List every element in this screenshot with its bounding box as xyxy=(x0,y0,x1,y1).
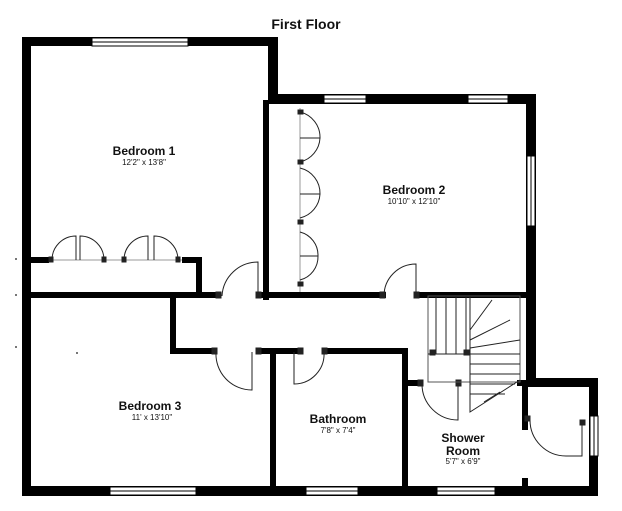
window-bathroom-bottom xyxy=(305,486,359,496)
room-label-bedroom3: Bedroom 3 11' x 13'10" xyxy=(119,399,182,422)
wardrobe-bedroom1 xyxy=(48,235,182,263)
window-shower-bottom xyxy=(436,486,496,496)
door-bedroom2 xyxy=(379,263,420,299)
room-name: Bathroom xyxy=(310,412,367,426)
staircase xyxy=(427,295,521,413)
door-bedroom1 xyxy=(215,261,262,299)
door-bedroom3 xyxy=(211,347,262,391)
door-bathroom xyxy=(293,347,328,385)
interior-walls xyxy=(31,100,529,488)
window-shower-right xyxy=(589,415,599,457)
door-shower xyxy=(417,379,462,421)
room-name: Shower xyxy=(441,431,485,445)
room-name: Bedroom 1 xyxy=(113,144,176,158)
window-bedroom2-right xyxy=(526,155,536,227)
room-dimensions: 12'2" x 13'8" xyxy=(122,158,166,167)
windows xyxy=(91,37,599,496)
window-bedroom1-top xyxy=(91,37,189,47)
door-cupboard xyxy=(524,415,586,457)
doors xyxy=(211,261,586,457)
room-name: Bedroom 3 xyxy=(119,399,182,413)
wardrobe-bedroom2 xyxy=(297,108,321,292)
room-dimensions: 7'8" x 7'4" xyxy=(321,426,356,435)
room-dimensions: 11' x 13'10" xyxy=(132,413,173,422)
floor-title: First Floor xyxy=(271,16,341,32)
room-dimensions: 5'7" x 6'9" xyxy=(446,457,481,466)
window-bedroom2-top-right xyxy=(467,94,509,104)
window-bedroom2-top-left xyxy=(323,94,367,104)
room-label-shower: Shower Room 5'7" x 6'9" xyxy=(441,431,485,466)
room-dimensions: 10'10" x 12'10" xyxy=(388,197,441,206)
room-label-bedroom1: Bedroom 1 12'2" x 13'8" xyxy=(113,144,176,167)
room-label-bathroom: Bathroom 7'8" x 7'4" xyxy=(310,412,367,435)
room-label-bedroom2: Bedroom 2 10'10" x 12'10" xyxy=(383,183,446,206)
room-name: Bedroom 2 xyxy=(383,183,446,197)
room-name-line2: Room xyxy=(446,444,480,458)
fixtures xyxy=(15,258,78,354)
window-bedroom3-bottom xyxy=(109,486,197,496)
exterior-walls xyxy=(22,37,598,496)
